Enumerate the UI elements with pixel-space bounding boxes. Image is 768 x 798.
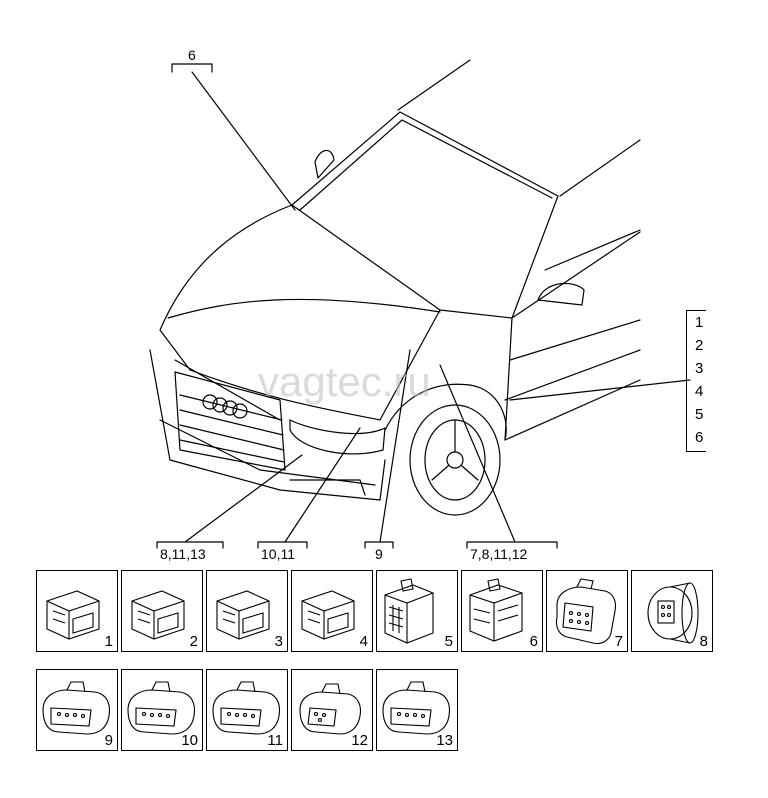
windshield-outline (291, 111, 559, 319)
round-connector-icon (127, 681, 196, 735)
callout-bracket (364, 541, 394, 549)
flat-connector-icon (131, 590, 185, 640)
leader-line (509, 379, 691, 401)
headlight (289, 419, 386, 455)
connector-tile[interactable]: 6 (461, 570, 543, 652)
round-connector-icon (555, 578, 617, 645)
leader-line (184, 454, 303, 543)
side-list-item: 4 (695, 383, 704, 400)
connector-tile[interactable]: 12 (291, 669, 373, 751)
round-connector-icon (647, 582, 699, 644)
tile-number: 1 (104, 633, 113, 650)
callout-bracket (466, 541, 558, 549)
side-list-item: 6 (695, 429, 704, 446)
round-connector-icon (382, 681, 451, 735)
callout-label-1: 8,11,13 (160, 546, 206, 562)
leader-line (439, 364, 516, 543)
connector-tile[interactable]: 4 (291, 570, 373, 652)
tile-number: 5 (444, 633, 453, 650)
callout-label-2: 10,11 (261, 546, 295, 562)
flat-connector-icon (216, 590, 270, 640)
connector-tile[interactable]: 13 (376, 669, 458, 751)
round-connector-icon (42, 681, 111, 735)
connector-tile[interactable]: 3 (206, 570, 288, 652)
multi-pin-connector-icon (384, 578, 434, 644)
flat-connector-icon (46, 590, 100, 640)
leader-line (284, 427, 361, 543)
tile-number: 2 (189, 633, 198, 650)
callout-bracket (257, 541, 308, 549)
callout-bracket (171, 63, 213, 73)
tile-number: 11 (267, 732, 283, 749)
left-mirror (314, 149, 335, 179)
tile-number: 12 (351, 732, 368, 749)
connector-tile[interactable]: 11 (206, 669, 288, 751)
connector-tile[interactable]: 10 (121, 669, 203, 751)
front-wheel (409, 404, 501, 516)
connector-tile[interactable]: 9 (36, 669, 118, 751)
grille (174, 371, 286, 471)
side-list-item: 1 (695, 314, 704, 331)
leader-line (191, 71, 296, 211)
connector-tile[interactable]: 2 (121, 570, 203, 652)
side-list-item: 2 (695, 337, 704, 354)
side-list-item: 3 (695, 360, 704, 377)
flat-connector-icon (301, 590, 355, 640)
round-connector-icon (299, 683, 362, 735)
connector-tile[interactable]: 7 (546, 570, 628, 652)
connector-tile[interactable]: 5 (376, 570, 458, 652)
tile-number: 4 (359, 633, 368, 650)
tile-number: 13 (436, 732, 453, 749)
callout-bracket (156, 541, 224, 549)
side-list-bracket: 1 2 3 4 5 6 (686, 310, 706, 452)
connector-tile[interactable]: 1 (36, 570, 118, 652)
watermark: vagtec.ru (258, 358, 431, 405)
side-list-item: 5 (695, 406, 704, 423)
tile-number: 7 (614, 633, 623, 650)
round-connector-icon (212, 681, 281, 735)
tile-number: 8 (699, 633, 708, 650)
callout-label-4: 7,8,11,12 (470, 546, 528, 562)
tile-number: 9 (104, 732, 113, 749)
right-mirror (537, 282, 585, 306)
tile-number: 3 (274, 633, 283, 650)
leader-line (379, 349, 411, 543)
tile-number: 6 (529, 633, 538, 650)
multi-pin-connector-icon (469, 578, 523, 642)
connector-tile[interactable]: 8 (631, 570, 713, 652)
callout-label-3: 9 (375, 546, 383, 562)
tile-number: 10 (181, 732, 198, 749)
hood-outline (159, 204, 441, 421)
callout-label-top: 6 (188, 47, 196, 63)
